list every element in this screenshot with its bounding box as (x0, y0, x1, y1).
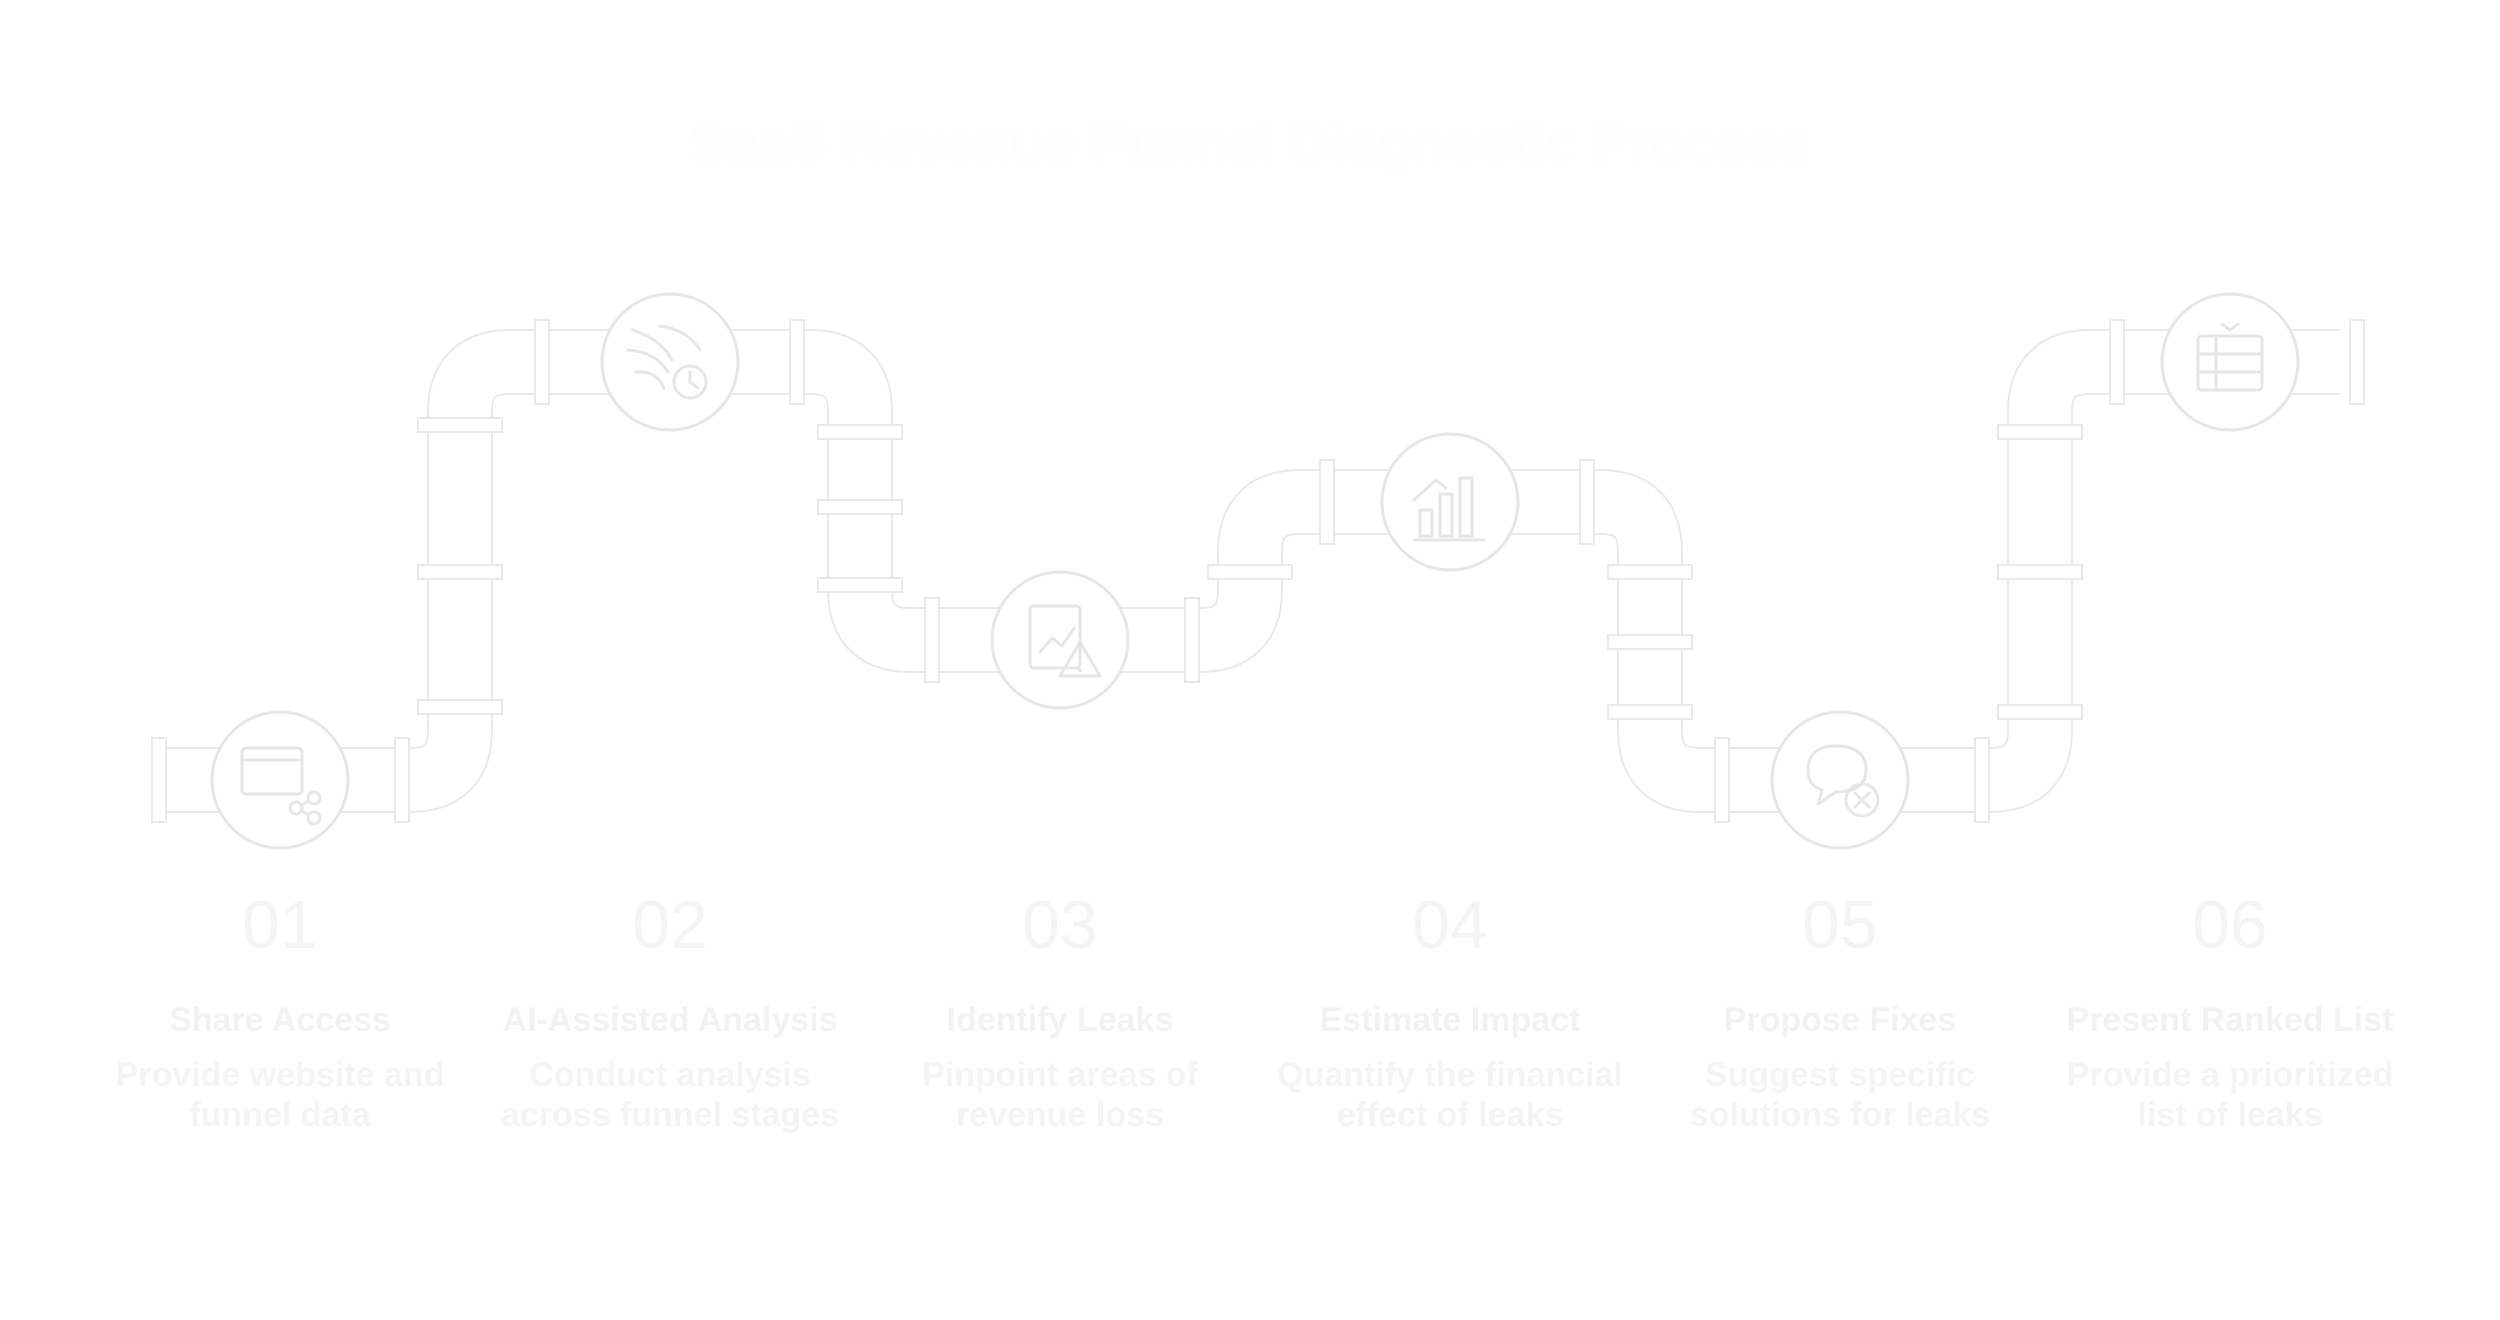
step-description: Quantify the financial effect of leaks (1277, 1056, 1623, 1134)
step-node-05 (1770, 710, 1910, 850)
step-02: 02 AI-Assisted Analysis Conduct analysis… (490, 885, 850, 1135)
step-description: Conduct analysis across funnel stages (500, 1056, 840, 1134)
chart-warning-icon (1028, 604, 1102, 678)
step-03: 03 Identify Leaks Pinpoint areas of reve… (880, 885, 1240, 1135)
step-04: 04 Estimate Impact Quantify the financia… (1270, 885, 1630, 1135)
step-node-03 (990, 570, 1130, 710)
step-title: Share Access (169, 1001, 391, 1039)
step-node-04 (1380, 432, 1520, 572)
step-node-02 (600, 292, 740, 432)
step-number: 03 (1022, 887, 1098, 963)
step-title: Estimate Impact (1319, 1001, 1581, 1039)
step-node-06 (2160, 292, 2300, 432)
step-node-01 (210, 710, 350, 850)
funnel-clock-icon (626, 324, 708, 400)
chat-cancel-icon (1806, 744, 1880, 818)
step-description: Pinpoint areas of revenue loss (922, 1056, 1198, 1134)
bar-chart-icon (1412, 476, 1486, 542)
step-05: 05 Propose Fixes Suggest specific soluti… (1660, 885, 2020, 1135)
step-number: 02 (632, 887, 708, 963)
step-number: 01 (242, 887, 318, 963)
step-number: 06 (2192, 887, 2268, 963)
step-06: 06 Present Ranked List Provide a priorit… (2050, 885, 2410, 1135)
step-description: Provide a prioritized list of leaks (2066, 1056, 2394, 1134)
ranked-list-icon (2196, 322, 2264, 392)
step-title: Propose Fixes (1723, 1001, 1957, 1039)
pipe-couplings (151, 319, 2365, 823)
step-number: 05 (1802, 887, 1878, 963)
step-number: 04 (1412, 887, 1488, 963)
step-description: Suggest specific solutions for leaks (1689, 1056, 1991, 1134)
step-title: Identify Leaks (946, 1001, 1174, 1039)
step-01: 01 Share Access Provide website and funn… (100, 885, 460, 1135)
browser-share-icon (240, 746, 322, 826)
page-title: SaaS Revenue Funnel Diagnostic Process (689, 111, 1811, 174)
step-title: Present Ranked List (2066, 1001, 2394, 1039)
step-description: Provide website and funnel data (115, 1056, 445, 1134)
step-title: AI-Assisted Analysis (502, 1001, 838, 1039)
